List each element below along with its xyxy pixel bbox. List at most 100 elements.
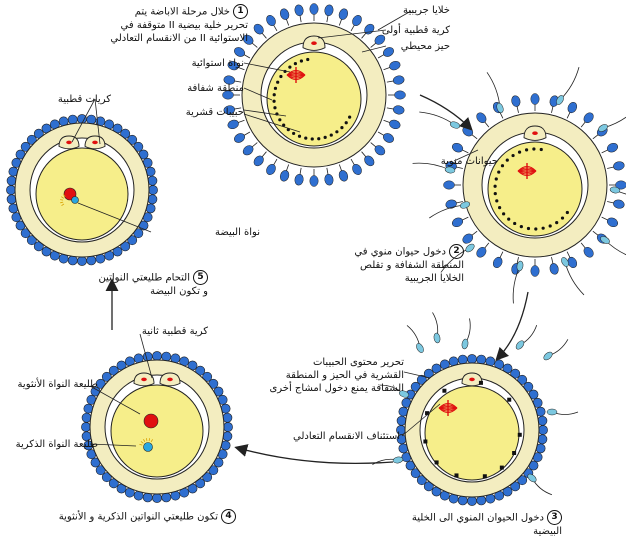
sperm — [461, 339, 469, 350]
cortical-granule — [294, 62, 297, 65]
cortical-granule — [311, 137, 314, 140]
ooplasm — [36, 148, 128, 240]
follicle-cell — [77, 256, 86, 265]
step-5-caption: 5التحام طليعتي النواتين و تكون البيضة — [98, 270, 208, 298]
follicle-cell — [451, 216, 465, 228]
released-granule — [479, 381, 483, 385]
cortical-granule — [300, 59, 303, 62]
step-4-caption: 4تكون طليعتي النواتين الذكرية و الأنثوية — [59, 509, 236, 524]
follicle-cell — [294, 174, 304, 186]
label-male-pronucleus: طليعة النواة الذكرية — [16, 438, 98, 451]
label-follicle-cells: خلايا جريبية — [403, 4, 450, 17]
sperm — [464, 242, 476, 253]
sperm — [514, 339, 525, 351]
arrow-3-to-4 — [238, 448, 393, 463]
follicle-cell — [338, 169, 350, 182]
follicle-cell — [467, 354, 476, 363]
sperm — [547, 409, 557, 415]
cortical-granule — [555, 221, 558, 224]
follicle-cell — [388, 60, 401, 72]
follicle-cell — [467, 496, 476, 505]
follicle-cell — [531, 266, 539, 277]
cortical-granule — [493, 185, 496, 188]
cortical-granule — [292, 132, 295, 135]
follicle-cell — [566, 101, 578, 115]
cortical-granule — [306, 58, 309, 61]
cortical-granule — [498, 206, 501, 209]
cortical-granule — [506, 159, 509, 162]
cortical-granule — [518, 150, 521, 153]
follicle-cell — [223, 422, 232, 431]
male-pronucleus — [144, 443, 153, 452]
follicle-cell — [393, 105, 405, 115]
follicle-cell — [338, 8, 350, 21]
follicle-cell — [582, 111, 595, 125]
cortical-granule — [324, 136, 327, 139]
follicle-cell — [265, 14, 278, 28]
cortical-granule — [494, 192, 497, 195]
cortical-granule — [501, 164, 504, 167]
cortical-granule — [495, 199, 498, 202]
label-equatorial-nucleus: نواة استوائية — [192, 57, 244, 70]
follicle-cell — [77, 114, 86, 123]
follicle-cell — [152, 351, 161, 360]
female-pronucleus — [144, 414, 158, 428]
follicle-cell — [252, 22, 266, 36]
follicle-cell — [613, 199, 626, 210]
follicle-cell — [538, 425, 547, 434]
cortical-granule — [495, 177, 498, 180]
follicle-cell — [475, 245, 488, 259]
follicle-cell — [388, 119, 401, 131]
follicle-cell — [444, 181, 455, 189]
sperm — [415, 342, 425, 354]
follicle-cell — [363, 154, 377, 168]
released-granule — [507, 398, 511, 402]
follicle-cell — [549, 263, 560, 276]
cortical-granule — [272, 100, 275, 103]
label-cortical-granules: حبيبات قشرية — [186, 106, 244, 119]
released-granule — [423, 439, 427, 443]
cortical-granule — [340, 126, 343, 129]
cell-5-zygote — [6, 114, 157, 265]
follicle-cell — [310, 4, 318, 15]
sperm — [393, 456, 404, 464]
cortical-granule — [527, 227, 530, 230]
follicle-cell — [451, 142, 465, 154]
cortical-granule — [278, 118, 281, 121]
follicle-cell — [152, 493, 161, 502]
released-granule — [500, 466, 504, 470]
cortical-granule — [507, 218, 510, 221]
follicle-cell — [582, 245, 595, 259]
released-granule — [435, 460, 439, 464]
follicle-cell — [252, 154, 266, 168]
step-3-caption: 3دخول الحيوان المنوي الى الخلية البيضية — [412, 510, 562, 538]
step-5-number: 5 — [193, 270, 208, 285]
step-2-number: 2 — [449, 244, 464, 259]
cortical-granule — [298, 135, 301, 138]
cell-4-pronuclei — [81, 351, 232, 502]
follicle-cell — [606, 216, 620, 228]
cortical-granule — [532, 147, 535, 150]
cortical-granule — [348, 116, 351, 119]
cortical-granule — [561, 216, 564, 219]
arrow-1-to-2 — [420, 95, 470, 128]
label-second-polar-body: كرية قطبية ثانية — [142, 325, 208, 338]
cell-3-sperm-entry — [372, 312, 578, 505]
cortical-granule — [566, 211, 569, 214]
follicle-cell — [310, 176, 318, 187]
cortical-granule — [335, 130, 338, 133]
follicle-cell — [241, 144, 255, 158]
label-polar-bodies: كريات قطبية — [58, 93, 111, 106]
label-perivitelline-space: حيز محيطي — [401, 40, 450, 53]
step-4-number: 4 — [221, 509, 236, 524]
cortical-granule — [525, 148, 528, 151]
follicle-cell — [6, 185, 15, 194]
follicle-cell — [475, 111, 488, 125]
follicle-cell — [363, 22, 377, 36]
released-granule — [442, 389, 446, 393]
cortical-granule — [304, 137, 307, 140]
label-sperm: حيوانات منوية — [441, 155, 498, 168]
follicle-cell — [606, 142, 620, 154]
